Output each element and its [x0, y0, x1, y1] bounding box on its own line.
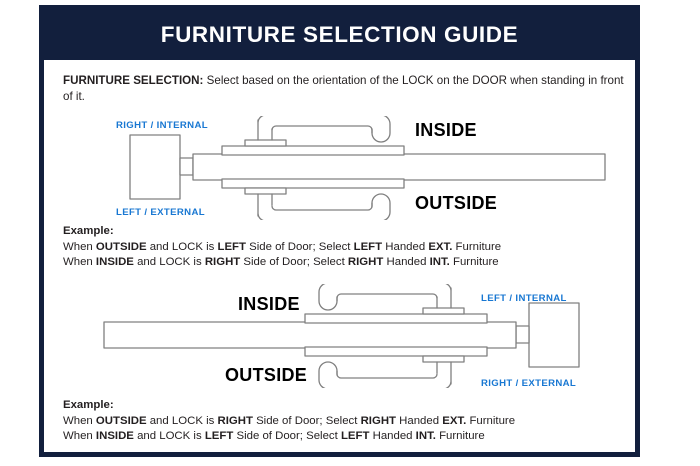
example-text: and LOCK is — [133, 256, 205, 269]
example-emphasis: INT. — [429, 256, 450, 269]
example-emphasis: RIGHT — [347, 256, 384, 269]
example-text: Handed — [396, 415, 443, 428]
example-text: Furniture — [452, 241, 502, 254]
page-title: FURNITURE SELECTION GUIDE — [160, 22, 519, 47]
example-line: When OUTSIDE and LOCK is RIGHT Side of D… — [63, 414, 629, 429]
example-emphasis: RIGHT — [217, 415, 253, 428]
example-emphasis: EXT. — [442, 415, 467, 428]
example-text: Handed — [383, 256, 430, 269]
example-emphasis: RIGHT — [360, 415, 396, 428]
example-text: Furniture — [449, 256, 499, 269]
example-text: Side of Door; Select — [245, 241, 354, 254]
label-left-external: LEFT / EXTERNAL — [116, 207, 205, 218]
label-right-external: RIGHT / EXTERNAL — [481, 378, 577, 389]
example-emphasis: LEFT — [204, 430, 234, 443]
label-inside: INSIDE — [238, 294, 300, 314]
label-inside: INSIDE — [415, 120, 477, 140]
example-emphasis: INT. — [415, 430, 436, 443]
right-hand-lock-diagram: LEFT / INTERNAL RIGHT / EXTERNAL INSIDE … — [44, 282, 635, 390]
example-line: When OUTSIDE and LOCK is LEFT Side of Do… — [63, 240, 629, 255]
guide-header: FURNITURE SELECTION GUIDE — [44, 10, 635, 60]
example-text: Side of Door; Select — [233, 430, 341, 443]
example-text: and LOCK is — [133, 430, 205, 443]
label-right-internal: RIGHT / INTERNAL — [116, 120, 208, 131]
example-text: Handed — [382, 241, 429, 254]
example-heading: Example: — [63, 399, 114, 411]
example-emphasis: LEFT — [353, 241, 383, 254]
example-text: and LOCK is — [146, 241, 218, 254]
example-text: and LOCK is — [146, 415, 218, 428]
example-block-2: Example: When OUTSIDE and LOCK is RIGHT … — [63, 398, 629, 445]
left-hand-lock-diagram: RIGHT / INTERNAL LEFT / EXTERNAL INSIDE … — [44, 114, 635, 222]
label-outside: OUTSIDE — [225, 365, 308, 385]
example-block-1: Example: When OUTSIDE and LOCK is LEFT S… — [63, 224, 629, 271]
intro-label: FURNITURE SELECTION: — [63, 74, 204, 87]
guide-body: FURNITURE SELECTION: Select based on the… — [44, 60, 635, 452]
example-text: Furniture — [435, 430, 485, 443]
example-emphasis: INSIDE — [95, 430, 134, 443]
example-text: When — [63, 430, 96, 443]
example-line: When INSIDE and LOCK is RIGHT Side of Do… — [63, 255, 629, 270]
example-emphasis: RIGHT — [204, 256, 241, 269]
example-text: When — [63, 415, 96, 428]
example-emphasis: OUTSIDE — [95, 241, 147, 254]
example-emphasis: LEFT — [217, 241, 246, 254]
intro-paragraph: FURNITURE SELECTION: Select based on the… — [63, 73, 625, 104]
diagram-2-drawing — [44, 282, 635, 390]
example-text: Side of Door; Select — [240, 256, 348, 269]
example-text: When — [63, 256, 96, 269]
example-text: Side of Door; Select — [252, 415, 361, 428]
door-lock-svg — [129, 114, 606, 222]
example-emphasis: EXT. — [428, 241, 453, 254]
guide-frame: FURNITURE SELECTION GUIDE FURNITURE SELE… — [39, 5, 640, 457]
label-outside: OUTSIDE — [415, 193, 498, 213]
example-heading: Example: — [63, 225, 114, 237]
door-lock-svg-mirrored — [103, 282, 580, 390]
example-text: Handed — [369, 430, 416, 443]
diagram-1-drawing — [44, 114, 635, 222]
example-emphasis: OUTSIDE — [95, 415, 147, 428]
example-text: When — [63, 241, 96, 254]
intro-text: Select based on the orientation of the L… — [63, 74, 624, 103]
example-text: Furniture — [466, 415, 516, 428]
example-line: When INSIDE and LOCK is LEFT Side of Doo… — [63, 429, 629, 444]
label-left-internal: LEFT / INTERNAL — [481, 293, 567, 304]
example-emphasis: LEFT — [340, 430, 370, 443]
example-emphasis: INSIDE — [95, 256, 134, 269]
